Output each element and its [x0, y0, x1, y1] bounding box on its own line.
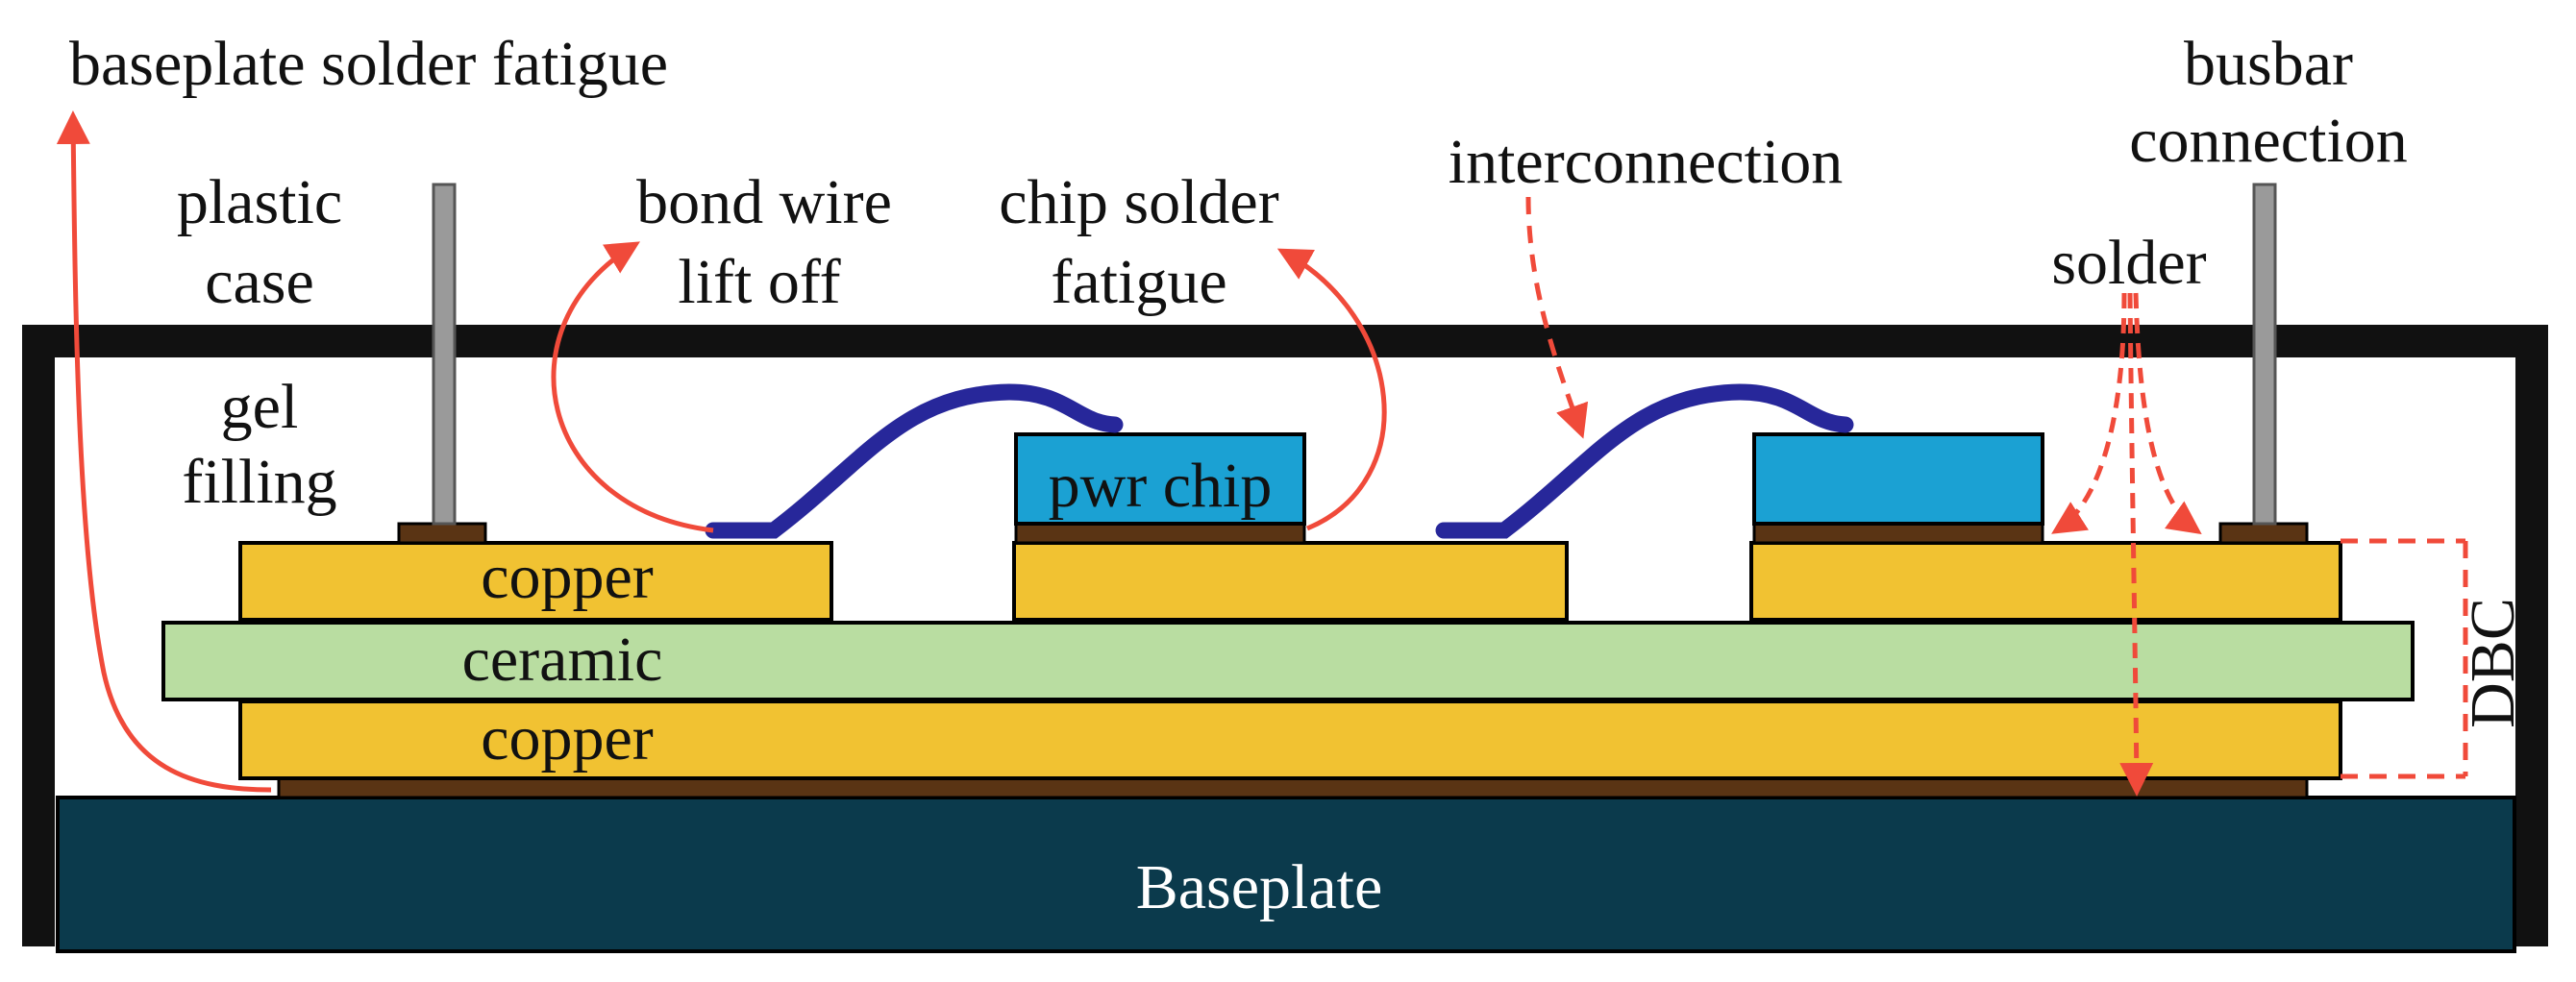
chip-solder-fatigue-arrow: [1276, 248, 1387, 531]
copper-top-pad-left: [238, 541, 833, 622]
chip-solder-fatigue-label-line2: fatigue: [1051, 247, 1226, 317]
gel-filling-label-line1: gel: [221, 372, 299, 442]
pwr-chip-label: pwr chip: [1049, 451, 1273, 521]
interconnection-label: interconnection: [1449, 127, 1844, 197]
copper-top-pad-right: [1749, 541, 2342, 622]
solder-arrows: [2051, 292, 2202, 797]
terminal-pin-left: [432, 183, 457, 526]
terminal-solder-right: [2218, 522, 2309, 545]
gel-filling-label-line2: filling: [182, 447, 336, 517]
plastic-case-label-line1: plastic: [177, 167, 342, 237]
terminal-solder-left: [397, 522, 487, 545]
baseplate-solder-fatigue-label: baseplate solder fatigue: [69, 29, 668, 99]
copper-top-label: copper: [481, 542, 654, 612]
copper-top-pad-middle: [1012, 541, 1569, 622]
bond-wire-left: [705, 383, 1124, 539]
copper-bottom-label: copper: [481, 703, 654, 773]
baseplate-label: Baseplate: [1136, 852, 1383, 922]
bond-wire-lift-off-label-line1: bond wire: [636, 167, 892, 237]
baseplate-solder-fatigue-arrow: [56, 110, 272, 793]
dbc-bracket: [2341, 538, 2468, 779]
pwr-chip-right: [1752, 432, 2044, 526]
bond-wire-lift-off-label-line2: lift off: [678, 247, 840, 317]
copper-bottom-layer: [238, 700, 2342, 780]
baseplate-block: [56, 796, 2516, 953]
interconnection-arrow: [1525, 196, 1589, 439]
ceramic-layer: [161, 621, 2415, 701]
busbar-connection-label-line2: connection: [2129, 106, 2408, 176]
solder-label: solder: [2051, 228, 2206, 298]
ceramic-label: ceramic: [462, 625, 663, 695]
plastic-case-label-line2: case: [205, 247, 314, 317]
bond-wire-lift-off-arrow: [551, 241, 714, 533]
plastic-case-frame: [22, 325, 2548, 946]
chip-solder-fatigue-label-line1: chip solder: [999, 167, 1278, 237]
dbc-label: DBC: [2458, 598, 2528, 728]
busbar-pin-right: [2252, 183, 2277, 526]
pwr-chip-left: [1014, 432, 1306, 526]
busbar-connection-label-line1: busbar: [2184, 29, 2353, 99]
bond-wire-right: [1435, 383, 1854, 539]
chip-solder-left: [1014, 522, 1306, 545]
chip-solder-right: [1752, 522, 2044, 545]
